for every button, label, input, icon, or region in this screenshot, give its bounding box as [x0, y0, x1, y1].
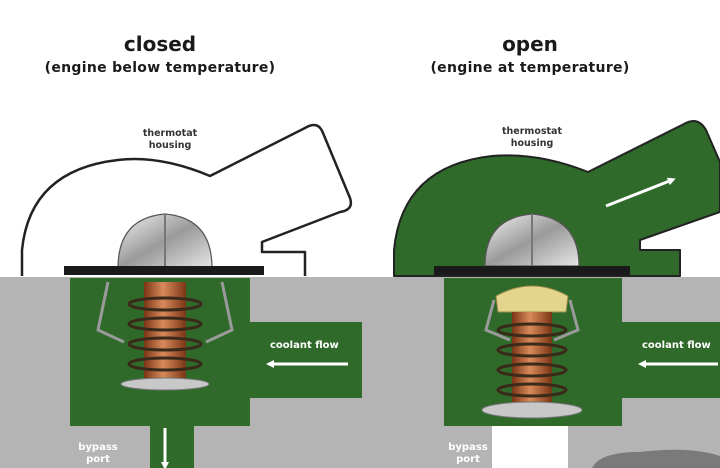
closed-panel	[0, 123, 362, 468]
open-bypass-label-line1: bypass	[448, 442, 488, 453]
closed-housing-label: thermotat housing	[110, 128, 230, 152]
dark-residue	[592, 449, 720, 468]
thermostat-open	[434, 213, 630, 419]
open-housing-label-line2: housing	[510, 138, 554, 149]
open-housing-label-line1: thermostat	[501, 126, 562, 137]
open-panel	[362, 120, 720, 468]
outlet-flow-arrow-open	[605, 177, 676, 208]
open-bypass-label: bypass port	[440, 442, 496, 466]
thermostat-closed	[64, 213, 264, 391]
closed-coolant-flow-label: coolant flow	[270, 340, 339, 351]
closed-bypass-label-line1: bypass	[78, 442, 118, 453]
open-coolant-flow-label: coolant flow	[642, 340, 711, 351]
closed-housing-label-line1: thermotat	[142, 128, 198, 139]
closed-title: closed	[123, 32, 197, 56]
closed-bypass-label: bypass port	[70, 442, 126, 466]
housing-open	[393, 120, 720, 277]
open-title: open	[502, 32, 558, 56]
housing-closed	[20, 123, 353, 276]
closed-subtitle: (engine below temperature)	[44, 60, 276, 76]
closed-bypass-label-line2: port	[86, 454, 110, 465]
open-subtitle: (engine at temperature)	[430, 60, 630, 76]
bypass-channel-closed	[150, 426, 194, 468]
open-housing-label: thermostat housing	[472, 126, 592, 150]
open-bypass-label-line2: port	[456, 454, 480, 465]
bypass-channel-open	[492, 426, 568, 468]
closed-housing-label-line2: housing	[148, 140, 192, 151]
